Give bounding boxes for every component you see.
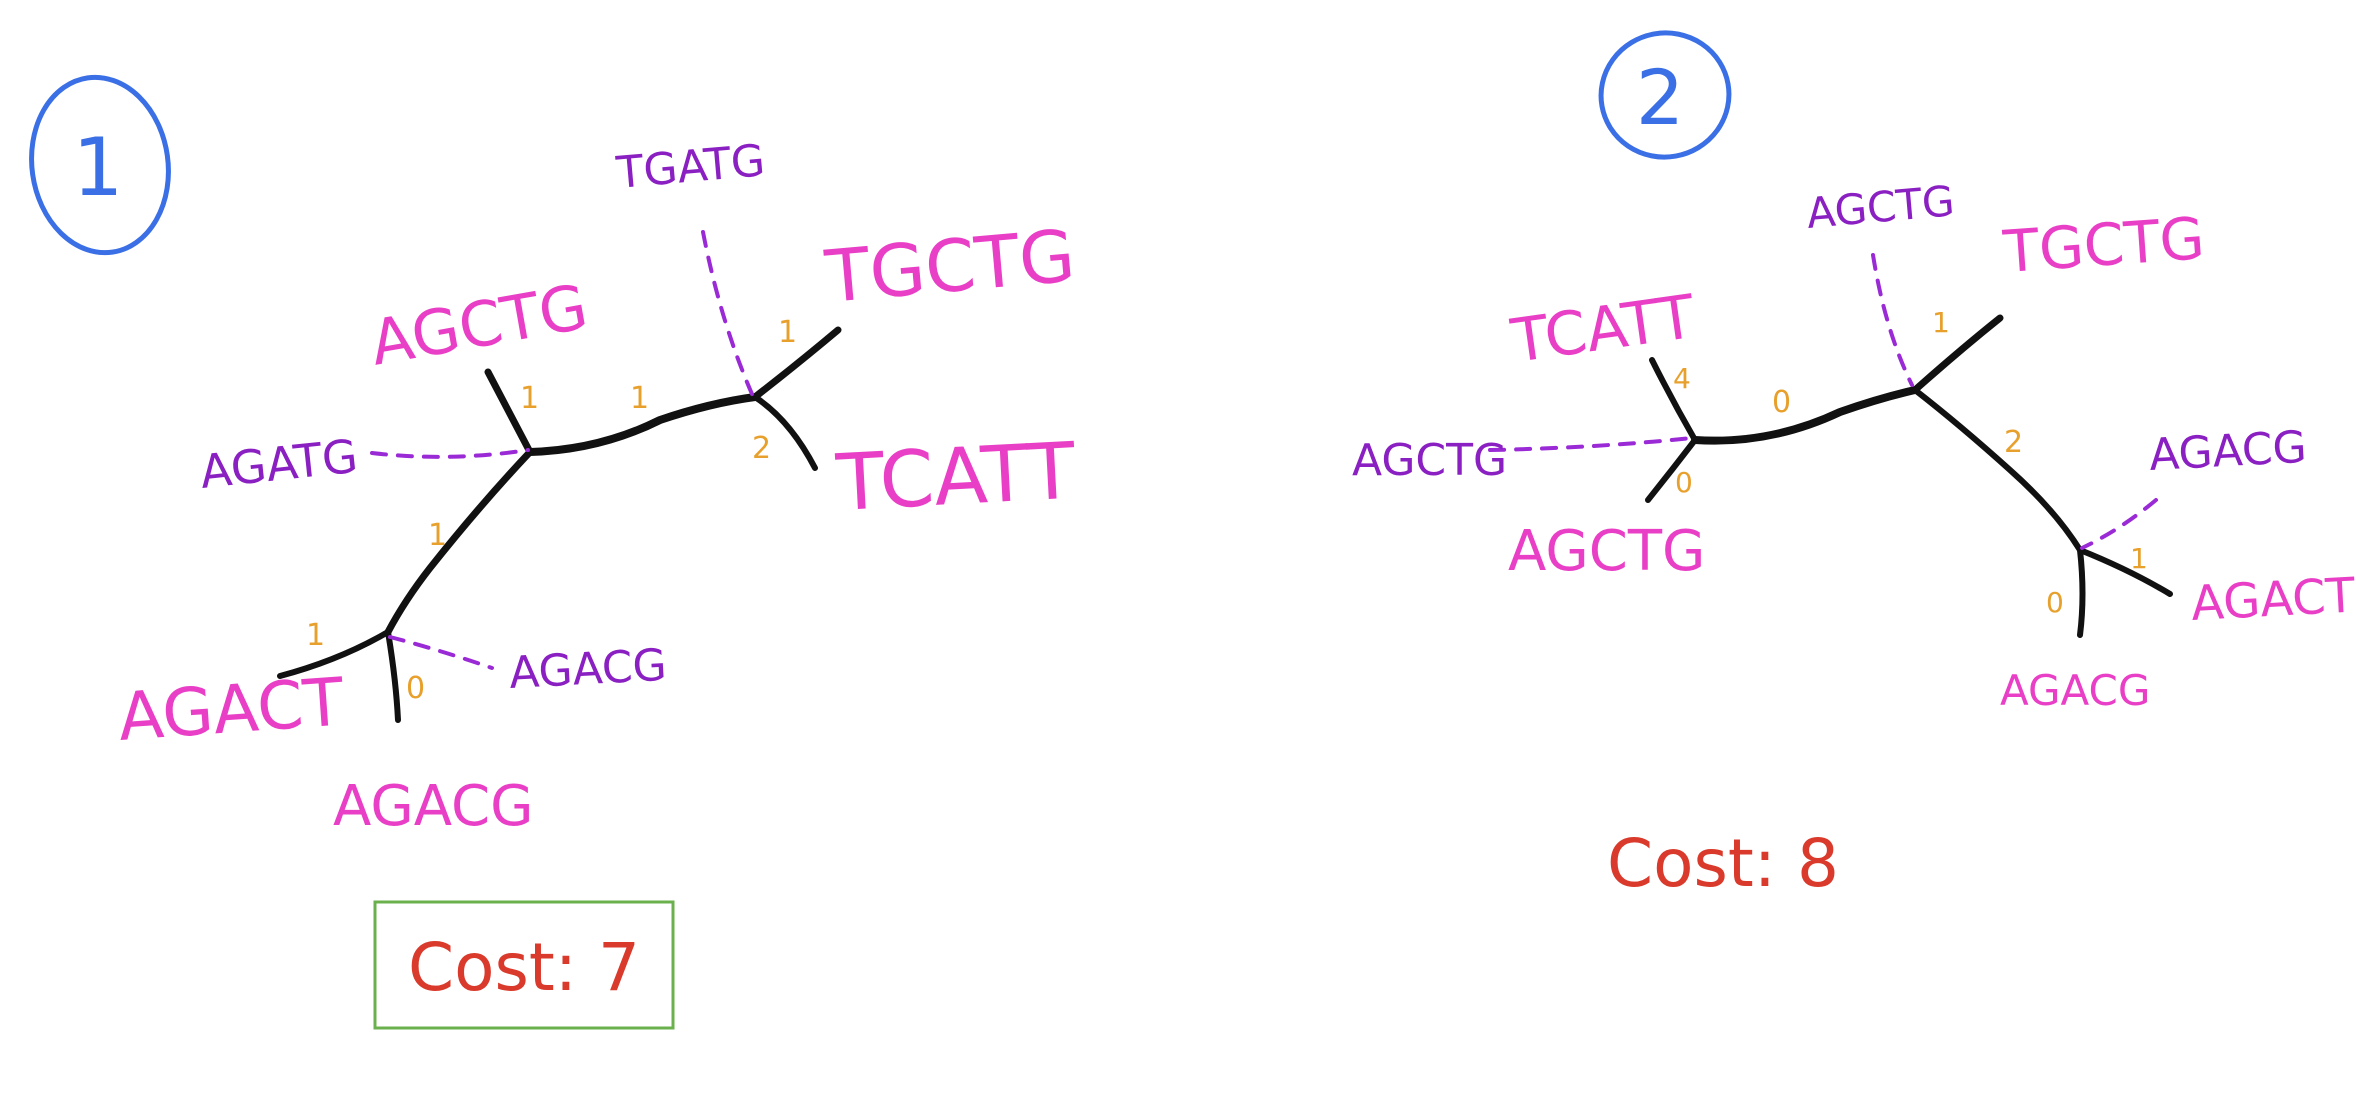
tree-1-edge-agact — [277, 629, 391, 679]
tree-2-leaf-tcatt: TCATT — [1506, 282, 1699, 377]
tree-1-weight-agctg: 1 — [520, 381, 539, 416]
tree-1-cost: Cost: 7 — [408, 929, 640, 1006]
tree-1-weight-mid: 1 — [630, 381, 649, 416]
tree-2-weight-mid: 0 — [1772, 385, 1791, 420]
tree-1-weight-agact: 1 — [306, 618, 325, 653]
tree-2-leaf-agacg: AGACG — [2000, 666, 2150, 715]
tree-2-weight-agacg: 0 — [2046, 586, 2064, 619]
tree-2-weight-tcatt: 4 — [1673, 362, 1691, 395]
tree-1-leaf-tgctg: TGCTG — [821, 213, 1078, 319]
tree-1-edge-agctg — [484, 368, 534, 456]
tree-1-edge-agacg — [385, 629, 401, 723]
tree-1-weight-tgctg: 1 — [778, 315, 797, 350]
tree-1-leaf-agact: AGACT — [116, 663, 347, 756]
tree-2-weight-agact: 1 — [2130, 542, 2148, 575]
tree-2-weight-agctg: 0 — [1675, 466, 1693, 499]
tree-1-best-cost-box — [373, 900, 675, 1030]
tree-1-number-circle — [29, 74, 171, 256]
tree-1-internal-agatg: AGATG — [198, 429, 361, 499]
tree-2-edge-mid — [1691, 386, 1919, 445]
tree-1: 1 AGCTG TGCTG TCATT AGACT AGACG AGATG TG… — [29, 74, 1078, 1030]
tree-1-weight-tcatt: 2 — [752, 431, 771, 466]
tree-2-number: 2 — [1636, 53, 1684, 142]
tree-1-dash-agatg — [370, 448, 530, 459]
tree-1-leaf-agacg: AGACG — [333, 774, 534, 839]
tree-1-number: 1 — [73, 121, 124, 214]
tree-1-internal-agacg: AGACG — [508, 640, 668, 699]
tree-2-weight-down: 2 — [2004, 425, 2023, 460]
tree-2-leaf-agctg: AGCTG — [1508, 519, 1705, 584]
tree-2-cost: Cost: 8 — [1607, 825, 1839, 902]
tree-2-internal-agacg: AGACG — [2148, 422, 2308, 481]
tree-1-leaf-tcatt: TCATT — [833, 427, 1077, 529]
tree-2-edge-agacg — [2077, 547, 2086, 638]
tree-1-edge-tgctg — [751, 326, 842, 401]
tree-2: 2 TCATT AGCTG TGCTG AGACT AGACG AGCTG AG… — [1352, 30, 2356, 902]
tree-2-weight-tgctg: 1 — [1932, 306, 1950, 339]
tree-1-dash-agacg — [388, 635, 494, 670]
tree-2-edge-agctg — [1645, 437, 1698, 503]
tree-1-edge-mid — [526, 393, 759, 456]
tree-2-dash-agctg-top — [1871, 253, 1914, 387]
tree-2-edge-tgctg — [1911, 314, 2004, 394]
tree-1-leaf-agctg: AGCTG — [365, 270, 593, 380]
tree-1-weight-agacg: 0 — [406, 671, 425, 706]
tree-2-leaf-tgctg: TGCTG — [2000, 204, 2207, 286]
tree-2-number-circle — [1598, 30, 1732, 160]
tree-1-internal-tgatg: TGATG — [614, 135, 768, 199]
tree-2-leaf-agact: AGACT — [2190, 567, 2356, 632]
tree-2-internal-agctg-top: AGCTG — [1805, 176, 1957, 238]
tree-2-edge-agact — [2077, 547, 2173, 597]
tree-2-internal-agctg-left: AGCTG — [1352, 435, 1507, 486]
tree-2-dash-agacg — [2080, 498, 2158, 550]
tree-2-dash-agctg-left — [1488, 436, 1694, 452]
tree-1-weight-down: 1 — [428, 518, 447, 553]
tree-1-edge-tcatt — [752, 394, 818, 471]
tree-1-edge-down — [384, 448, 534, 636]
tree-2-edge-down — [1912, 387, 2083, 553]
tree-2-edge-tcatt — [1649, 357, 1698, 443]
tree-1-dash-tgatg — [701, 230, 754, 396]
